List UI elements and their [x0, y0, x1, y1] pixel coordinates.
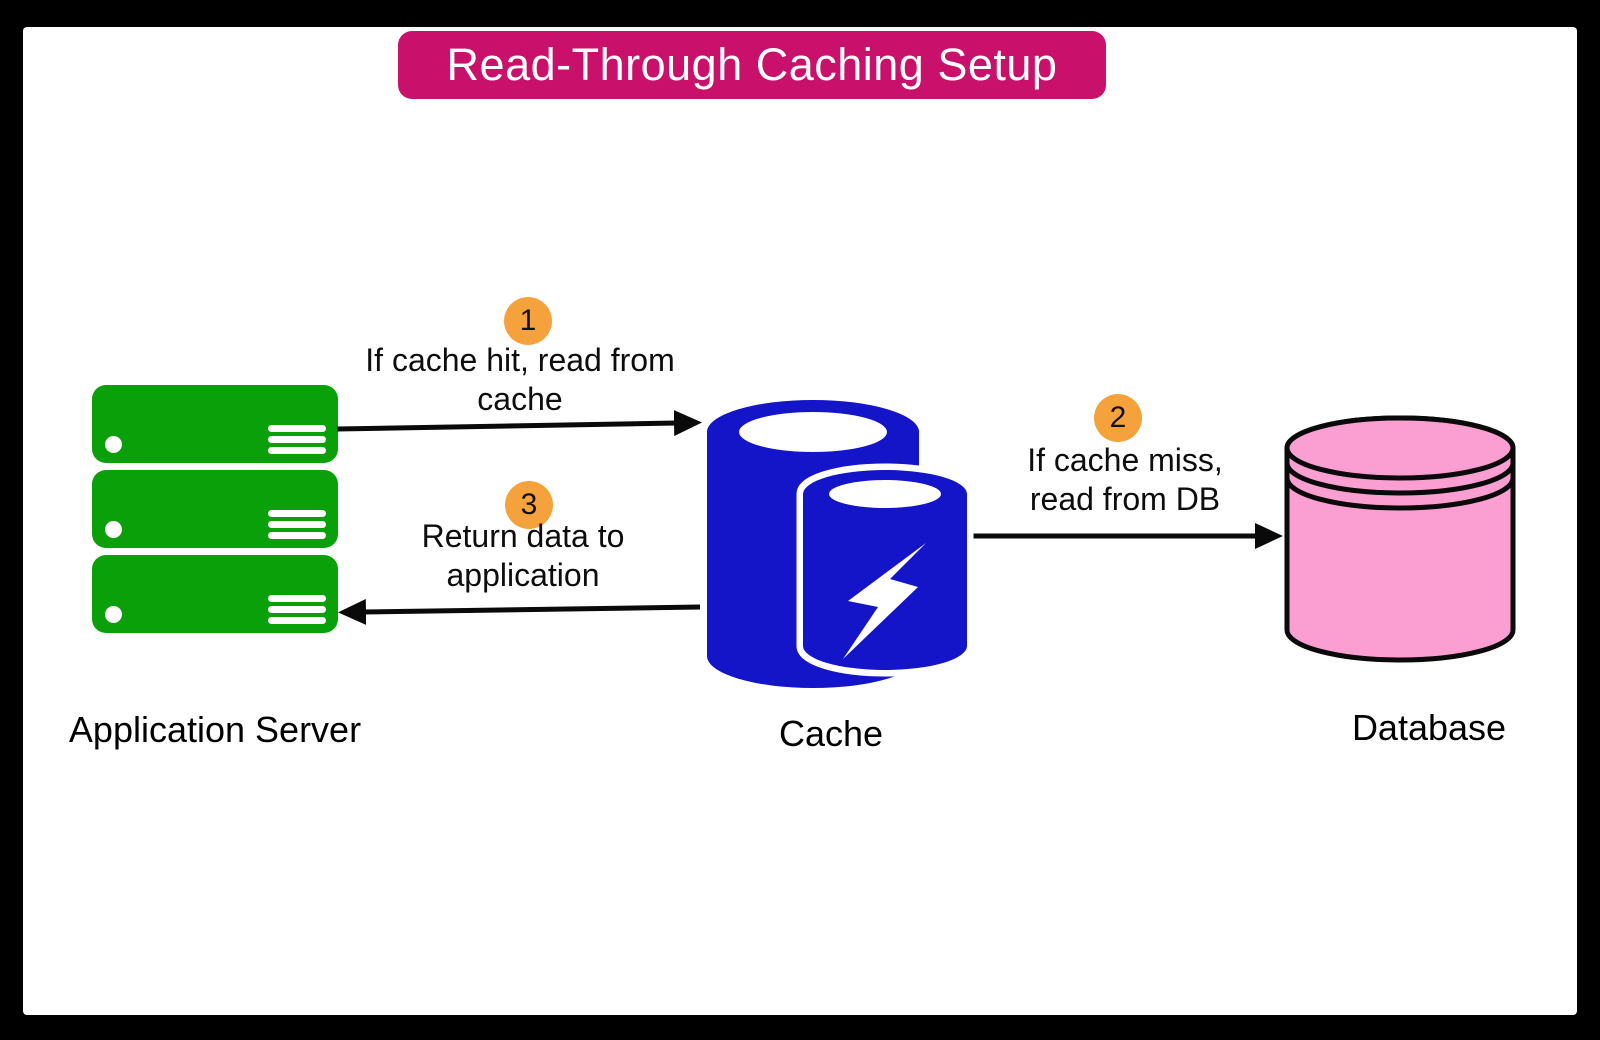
- lightning-bolt-icon: [843, 543, 926, 659]
- arrow-step-1: [336, 410, 702, 437]
- page-title: Read-Through Caching Setup: [446, 39, 1058, 90]
- step-3-label: Return data to application: [421, 518, 625, 593]
- app-server-icon-unit-1: [92, 385, 338, 463]
- step-2-label: If cache miss, read from DB: [1027, 442, 1223, 517]
- app-server-label: Application Server: [68, 709, 362, 750]
- step-badge-1: 1: [504, 297, 552, 345]
- step-badge-3: 3: [505, 481, 553, 529]
- server-vents-icon: [268, 425, 326, 458]
- step-badge-2: 2: [1094, 394, 1142, 442]
- server-led-icon: [105, 606, 122, 623]
- server-vents-icon: [268, 510, 326, 543]
- database-label: Database: [1351, 707, 1507, 748]
- title-banner: Read-Through Caching Setup: [398, 31, 1106, 99]
- database-icon: [1284, 415, 1516, 663]
- server-led-icon: [105, 436, 122, 453]
- cache-icon: [707, 400, 974, 688]
- step-1-label: If cache hit, read from cache: [365, 342, 675, 417]
- app-server-icon-unit-2: [92, 470, 338, 548]
- arrow-step-3: [338, 598, 701, 625]
- app-server-icon-unit-3: [92, 555, 338, 633]
- server-led-icon: [105, 521, 122, 538]
- server-vents-icon: [268, 595, 326, 628]
- cache-label: Cache: [778, 713, 884, 754]
